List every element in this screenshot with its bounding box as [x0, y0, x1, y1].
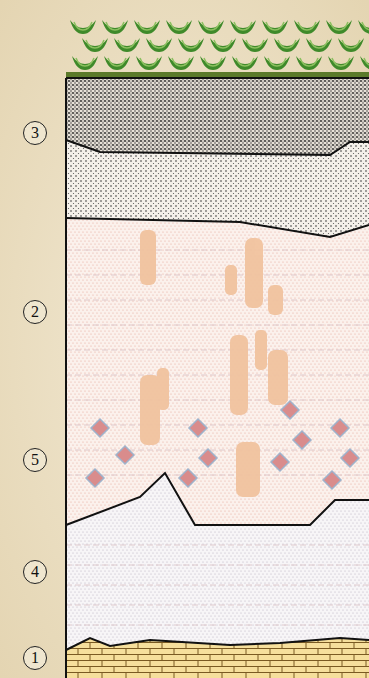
- callout-number: 3: [23, 121, 47, 145]
- callout-number: 2: [23, 300, 47, 324]
- callout-number: 4: [23, 560, 47, 584]
- callout-number: 1: [23, 646, 47, 670]
- soil-layers: [66, 78, 369, 678]
- vegetation: [66, 20, 369, 77]
- callout-number: 5: [23, 448, 47, 472]
